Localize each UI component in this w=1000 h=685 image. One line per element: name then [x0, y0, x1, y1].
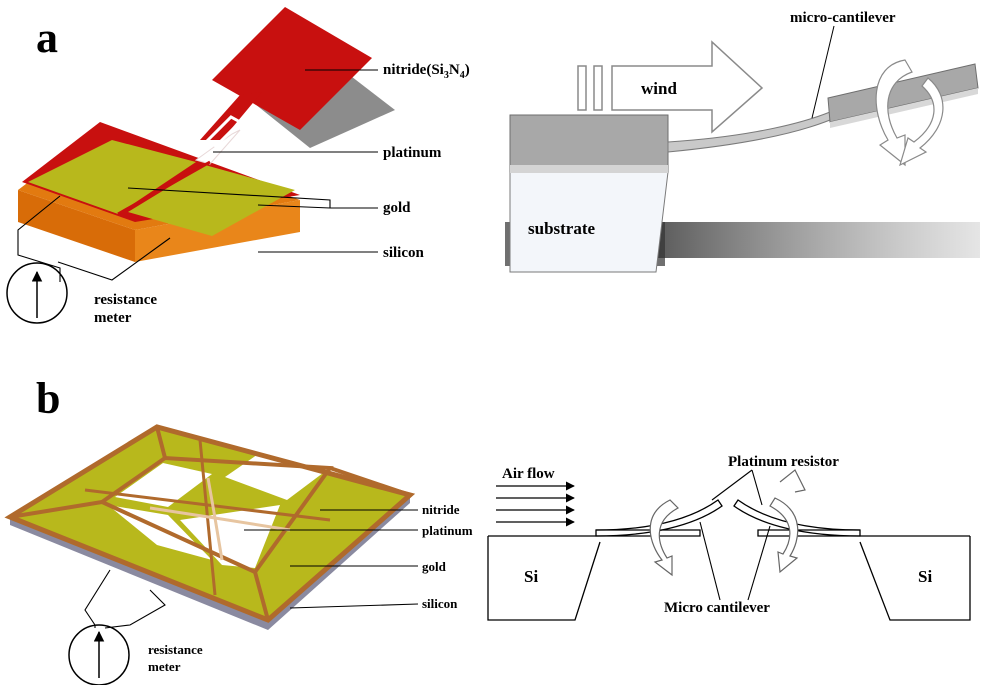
- silicon-side-front: [18, 190, 135, 262]
- label-micro-cantilever-a: micro-cantilever: [790, 10, 896, 26]
- si-left-body: [487, 536, 601, 621]
- label-micro-cantilever-b: Micro cantilever: [664, 600, 770, 616]
- cantilever-left: [595, 499, 723, 537]
- bend-arrow-b-right: [769, 497, 799, 574]
- leader-gold: [127, 187, 378, 209]
- bend-arrow-b-right-head: [779, 469, 806, 493]
- substrate-band: [510, 165, 668, 173]
- leader-micro-cantilever-l: [699, 521, 721, 601]
- label-meter-b-1: resistance: [148, 642, 203, 657]
- gold-pad-left: [28, 140, 196, 214]
- leader-platinum-resistor-l: [711, 469, 753, 501]
- trim-diag-1: [9, 426, 411, 621]
- label-si-right: Si: [918, 567, 932, 586]
- leader-micro-cantilever-r: [747, 525, 771, 601]
- label-si-left: Si: [524, 567, 538, 586]
- label-gold-a: gold: [383, 200, 411, 216]
- platinum-x: [149, 477, 291, 561]
- substrate-top: [509, 114, 669, 173]
- bend-arrow-a: [875, 59, 913, 167]
- platinum-loop: [204, 115, 243, 148]
- bend-arrow-b-left: [649, 499, 679, 577]
- air-flow-arrows: [496, 481, 575, 527]
- sensor-b: [4, 424, 416, 685]
- label-meter-b-2: meter: [148, 659, 181, 674]
- label-meter-a-2: meter: [94, 310, 132, 326]
- label-substrate: substrate: [528, 219, 596, 238]
- wind-bar-1: [577, 65, 587, 111]
- leader-platinum-resistor-r: [751, 469, 763, 506]
- label-platinum-resistor: Platinum resistor: [728, 454, 839, 470]
- label-platinum-b: platinum: [422, 523, 473, 538]
- cantilever-right: [733, 499, 861, 537]
- meter-wire-a: [17, 195, 171, 282]
- label-gold-b: gold: [422, 559, 447, 574]
- si-right-body: [859, 536, 971, 621]
- sensor-a: [6, 7, 395, 324]
- label-silicon-b: silicon: [422, 596, 458, 611]
- bend-arrow-a2: [899, 77, 944, 167]
- gold-pad-right: [128, 165, 295, 236]
- label-nitride-b: nitride: [422, 502, 460, 517]
- label-platinum-a: platinum: [383, 145, 442, 161]
- wind-arrow: [611, 40, 764, 134]
- label-wind: wind: [641, 79, 677, 98]
- label-air-flow: Air flow: [502, 466, 555, 482]
- panel-b-letter: b: [36, 374, 60, 423]
- cantilever-beam: [667, 111, 831, 153]
- wind-bar-2: [593, 65, 603, 111]
- silicon-base-b: [10, 495, 410, 630]
- label-silicon-a: silicon: [383, 245, 424, 261]
- window-br: [180, 505, 280, 568]
- platinum-gap: [117, 160, 211, 216]
- micro-cantilever-leader: [811, 25, 835, 119]
- meter-wire-b: [84, 569, 166, 629]
- label-meter-a-1: resistance: [94, 292, 157, 308]
- leader-silicon-b: [289, 603, 419, 609]
- panel-a-letter: a: [36, 13, 58, 62]
- cantilever-b: [487, 499, 971, 621]
- label-nitride-a: nitride(Si3N4): [383, 62, 470, 81]
- cantilever-a: [505, 25, 980, 273]
